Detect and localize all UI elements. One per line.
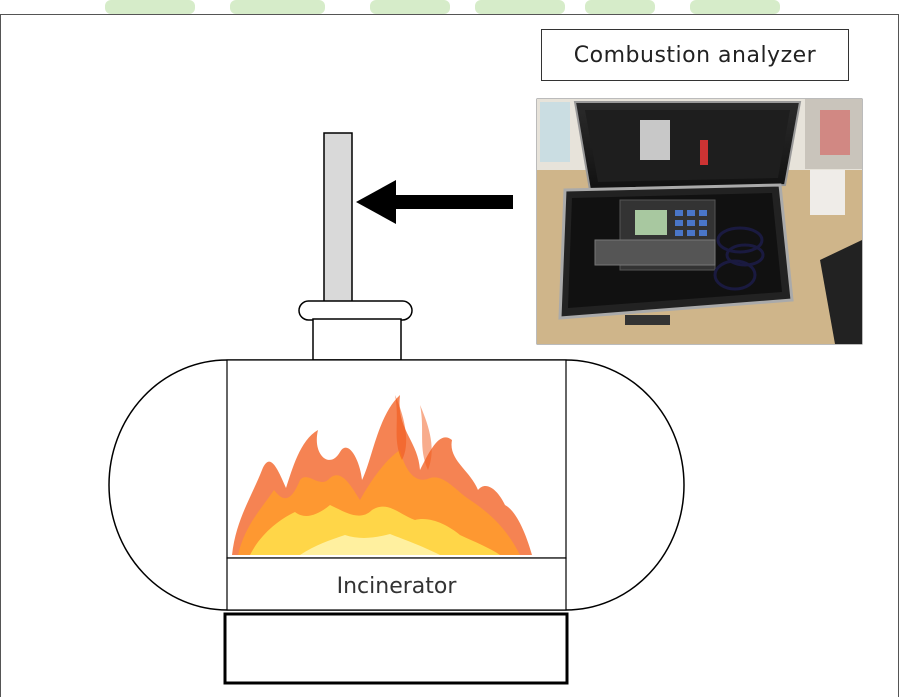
analyzer-label: Combustion analyzer [541,29,849,81]
combustion-analyzer-photo [536,98,863,345]
stack-neck [312,318,402,361]
flame-icon [232,395,532,555]
stack-flange [298,300,413,321]
incinerator-label-band [226,557,567,611]
incinerator-label: Incinerator [227,560,566,612]
incinerator-label-text: Incinerator [336,573,457,599]
figure-frame [0,14,899,697]
analyzer-label-text: Combustion analyzer [573,42,817,68]
watermark-strip [0,0,901,18]
stack-pipe [323,132,353,306]
incinerator-base [223,612,569,685]
arrow-icon [356,180,513,224]
